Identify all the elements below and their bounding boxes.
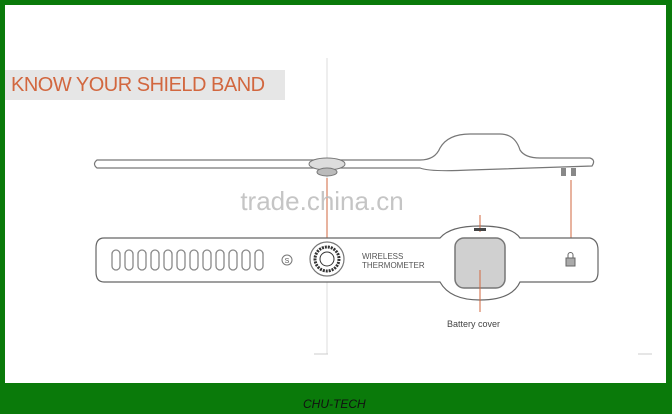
top-notch [474,228,486,231]
watermark: trade.china.cn [240,186,403,216]
footer-brand: CHU-TECH [303,397,366,411]
diagram-panel [5,5,666,383]
device-label-line2: THERMOMETER [362,261,425,270]
size-badge [281,254,293,266]
stud [561,168,566,176]
page-title: KNOW YOUR SHIELD BAND [5,70,285,100]
size-mark: S [285,258,290,265]
lock-icon [565,252,576,267]
button-bottom [316,167,338,177]
button-ring [313,245,341,273]
battery-cover-label: Battery cover [447,319,500,329]
band-front-view [95,225,599,301]
button-center [319,251,335,267]
strap-holes [111,249,264,271]
stud [571,168,576,176]
band-side-view [93,133,595,172]
device-label-line1: WIRELESS [362,252,403,261]
